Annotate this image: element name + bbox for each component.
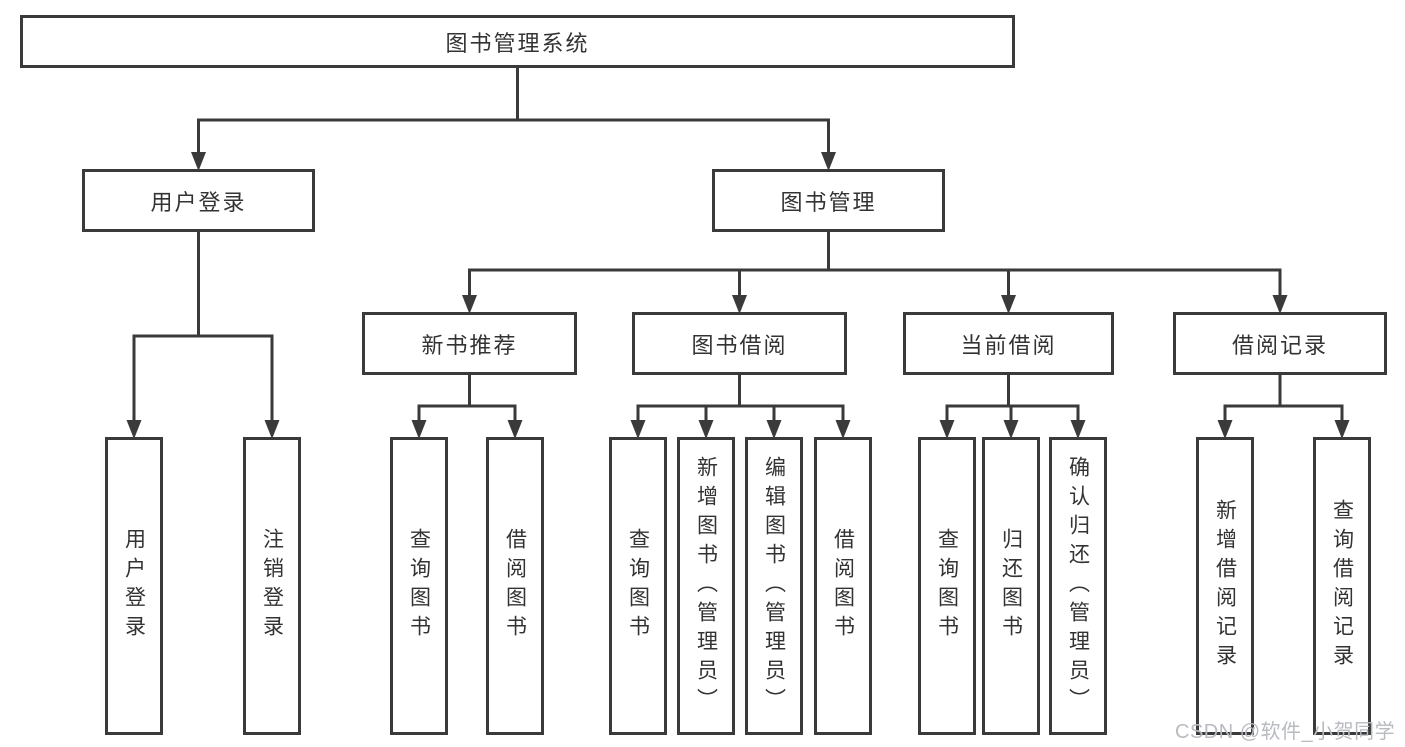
leaf-logout: 注销登录 <box>243 437 301 735</box>
leaf-borrow-books-1: 借阅图书 <box>486 437 544 735</box>
node-label: 当前借阅 <box>960 332 1057 358</box>
node-label: 查询图书 <box>407 528 431 644</box>
leaf-add-book-admin: 新增图书（管理员） <box>677 437 735 735</box>
node-label: 新增借阅记录 <box>1213 499 1237 673</box>
leaf-query-books-1: 查询图书 <box>390 437 448 735</box>
node-label: 查询图书 <box>626 528 650 644</box>
node-label: 借阅图书 <box>503 528 527 644</box>
node-label: 借阅图书 <box>831 528 855 644</box>
leaf-user-login: 用户登录 <box>105 437 163 735</box>
node-label: 图书借阅 <box>691 332 788 358</box>
leaf-edit-book-admin: 编辑图书（管理员） <box>745 437 803 735</box>
node-label: 编辑图书（管理员） <box>762 455 786 717</box>
leaf-return-book: 归还图书 <box>982 437 1040 735</box>
node-label: 注销登录 <box>260 528 284 644</box>
node-label: 借阅记录 <box>1231 332 1328 358</box>
node-user-login: 用户登录 <box>82 169 315 232</box>
node-label: 图书管理 <box>780 189 877 215</box>
leaf-query-borrow-record: 查询借阅记录 <box>1313 437 1371 735</box>
node-book-management: 图书管理 <box>712 169 945 232</box>
node-label: 新增图书（管理员） <box>694 455 718 717</box>
node-label: 用户登录 <box>150 189 247 215</box>
node-label: 查询借阅记录 <box>1330 499 1354 673</box>
node-library-management-system: 图书管理系统 <box>20 15 1015 68</box>
leaf-add-borrow-record: 新增借阅记录 <box>1196 437 1254 735</box>
node-current-borrowing: 当前借阅 <box>903 312 1114 375</box>
node-borrowing-records: 借阅记录 <box>1173 312 1387 375</box>
leaf-borrow-books-2: 借阅图书 <box>814 437 872 735</box>
node-label: 确认归还（管理员） <box>1066 455 1090 717</box>
node-book-borrowing: 图书借阅 <box>632 312 847 375</box>
node-label: 归还图书 <box>999 528 1023 644</box>
node-label: 新书推荐 <box>421 332 518 358</box>
leaf-confirm-return-admin: 确认归还（管理员） <box>1049 437 1107 735</box>
node-label: 图书管理系统 <box>445 30 590 56</box>
leaf-query-books-3: 查询图书 <box>918 437 976 735</box>
leaf-query-books-2: 查询图书 <box>609 437 667 735</box>
node-label: 用户登录 <box>122 528 146 644</box>
node-label: 查询图书 <box>935 528 959 644</box>
node-new-book-recommendation: 新书推荐 <box>362 312 577 375</box>
csdn-watermark: CSDN @软件_小贺同学 <box>1175 721 1396 743</box>
